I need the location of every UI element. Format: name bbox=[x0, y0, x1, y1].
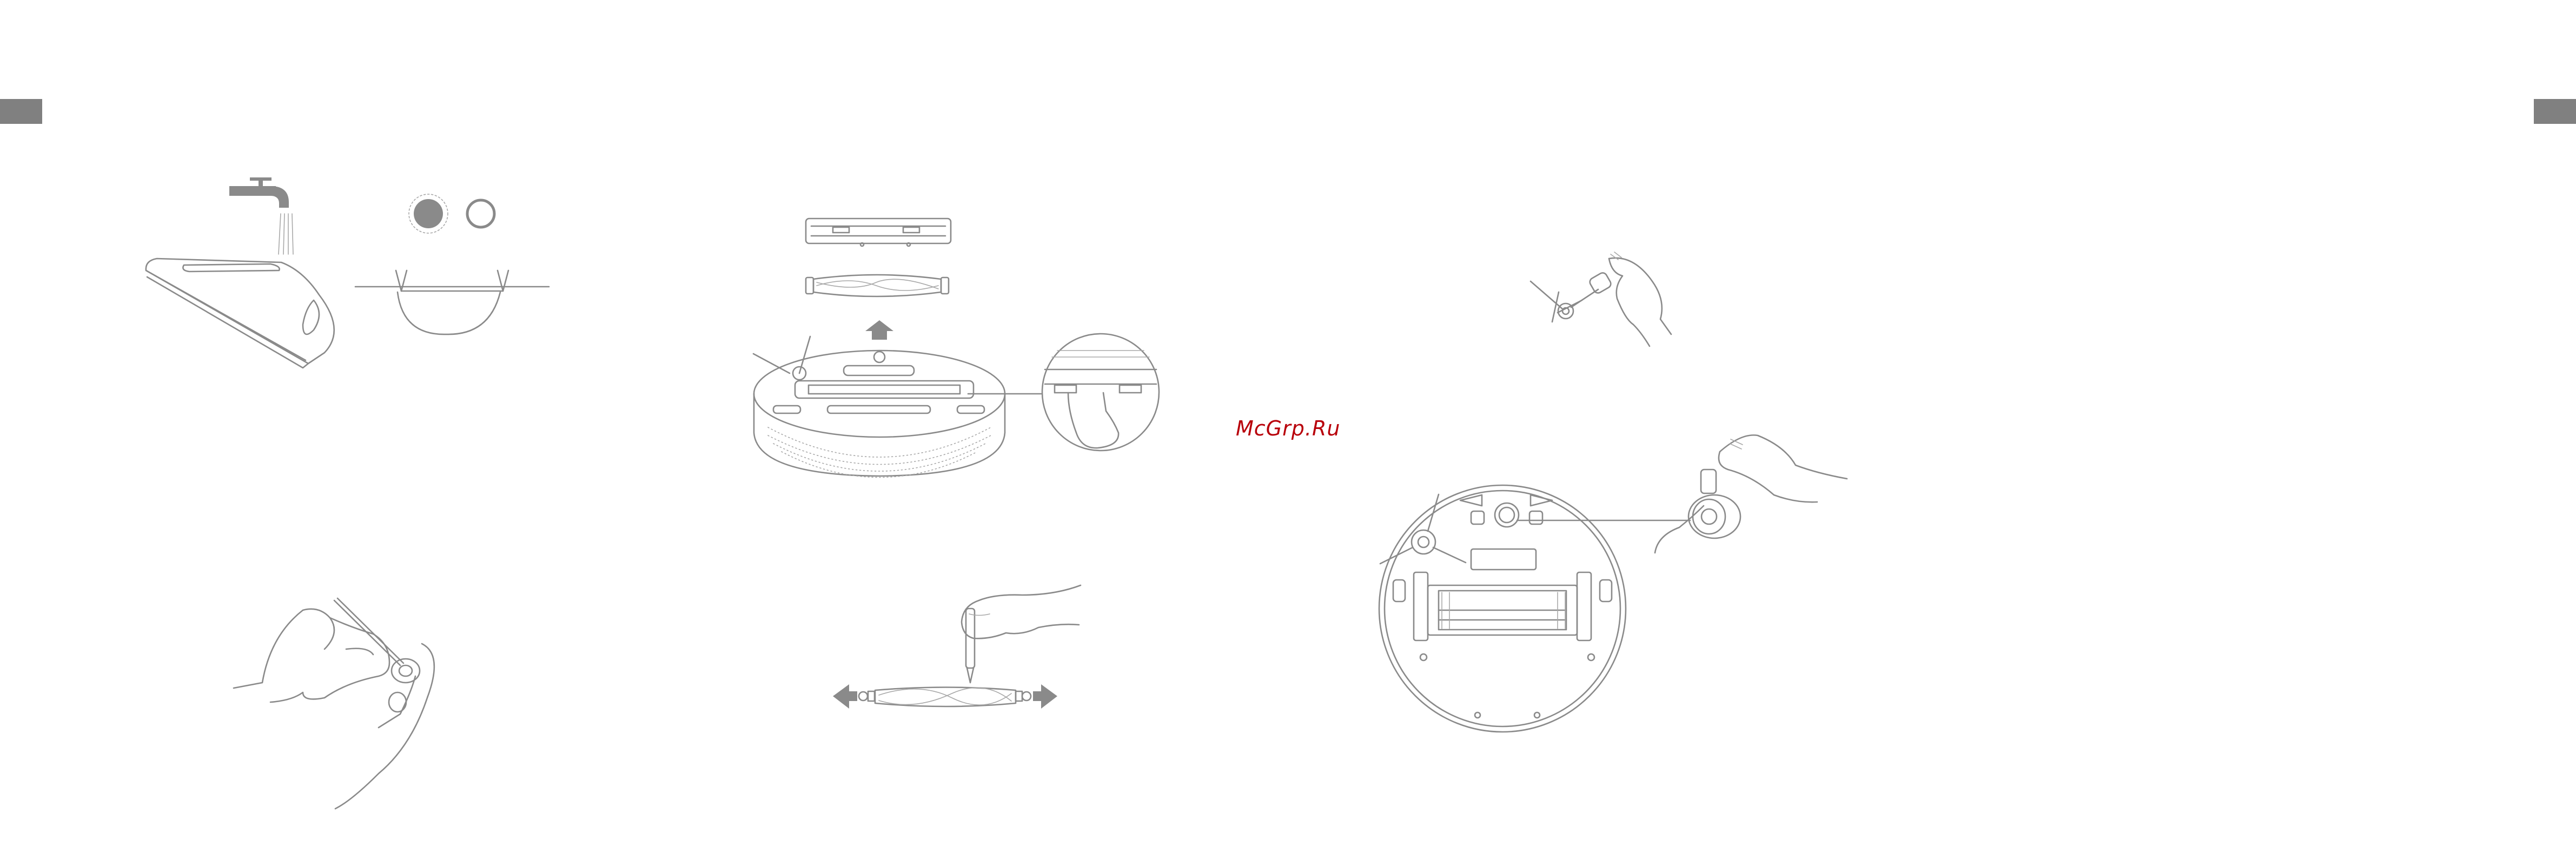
mop-tank-rinse bbox=[146, 177, 334, 368]
water-tap-icon bbox=[229, 177, 293, 254]
right-arrow-icon bbox=[1033, 684, 1057, 709]
main-brush-removal bbox=[753, 219, 1159, 478]
side-brush-icon bbox=[1380, 494, 1466, 564]
robot-bottom-icon bbox=[1379, 485, 1626, 732]
empty-circle-icon bbox=[467, 200, 494, 227]
omni-wheel-icon bbox=[1688, 470, 1740, 538]
hand-icon bbox=[1655, 435, 1847, 553]
mop-pad-icon bbox=[146, 259, 334, 368]
side-brush-hair-cleaning bbox=[1531, 252, 1671, 346]
side-brush-icon bbox=[334, 598, 420, 683]
hand-icon bbox=[1609, 252, 1671, 346]
omni-wheel-cleaning bbox=[1379, 435, 1847, 732]
main-brush-icon bbox=[806, 275, 949, 296]
main-brush-hair-cutting bbox=[833, 585, 1081, 709]
left-arrow-icon bbox=[833, 684, 857, 709]
hand-icon bbox=[234, 609, 389, 702]
filled-circle-icon bbox=[414, 199, 443, 228]
mop-cloth-dry bbox=[355, 194, 549, 334]
cleaning-tool-icon bbox=[966, 609, 975, 683]
up-arrow-icon bbox=[865, 320, 893, 340]
side-brush-removal bbox=[234, 598, 434, 809]
brush-cover-icon bbox=[806, 219, 951, 246]
side-brush-icon bbox=[1531, 281, 1582, 322]
